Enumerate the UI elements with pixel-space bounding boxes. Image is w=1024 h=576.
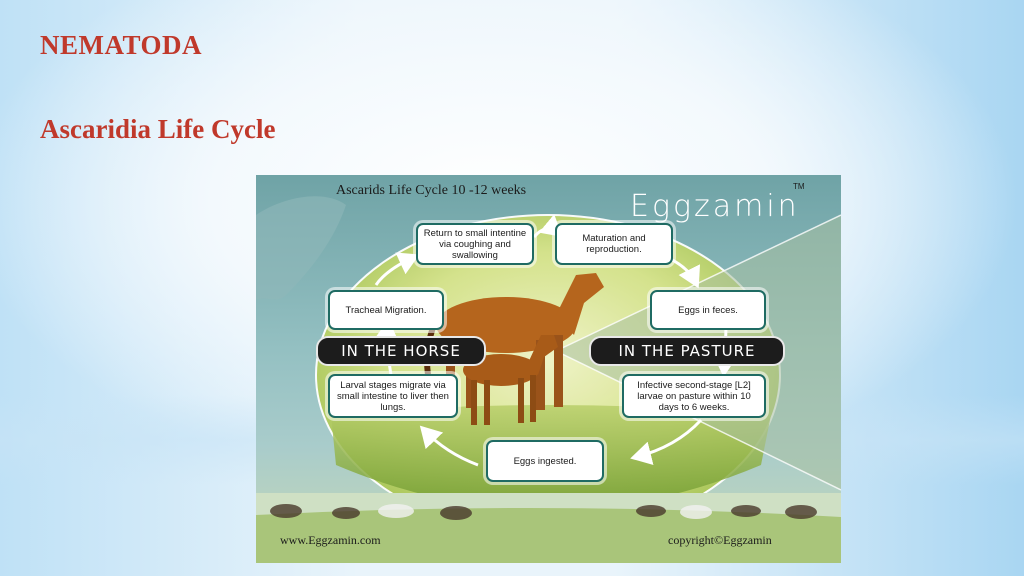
slide-subtitle: Ascaridia Life Cycle bbox=[40, 114, 276, 144]
figure-title: Ascarids Life Cycle 10 -12 weeks bbox=[336, 183, 527, 198]
figure-artwork bbox=[256, 196, 841, 563]
label-in-the-pasture: IN THE PASTURE bbox=[589, 336, 785, 366]
step-tracheal-migration: Tracheal Migration. bbox=[328, 290, 444, 330]
step-larval-migration: Larval stages migrate via small intestin… bbox=[328, 374, 458, 418]
step-eggs-ingested: Eggs ingested. bbox=[486, 440, 604, 482]
label-in-the-horse: IN THE HORSE bbox=[316, 336, 486, 366]
brand-logo: Eggzamin bbox=[630, 189, 800, 224]
step-maturation: Maturation and reproduction. bbox=[555, 223, 673, 265]
step-return-to-intestine: Return to small intentine via coughing a… bbox=[416, 223, 534, 265]
grazing-horses-icon bbox=[270, 504, 817, 520]
step-infective-larvae: Infective second-stage [L2] larvae on pa… bbox=[622, 374, 766, 418]
footer-website: www.Eggzamin.com bbox=[280, 533, 381, 547]
slide-title: NEMATODA bbox=[40, 30, 203, 60]
trademark-mark: TM bbox=[793, 182, 805, 191]
watermark-horse-icon bbox=[256, 196, 346, 300]
life-cycle-figure: Ascarids Life Cycle 10 -12 weeks Eggzami… bbox=[256, 175, 841, 563]
footer-copyright: copyright©Eggzamin bbox=[668, 533, 772, 547]
step-eggs-in-feces: Eggs in feces. bbox=[650, 290, 766, 330]
